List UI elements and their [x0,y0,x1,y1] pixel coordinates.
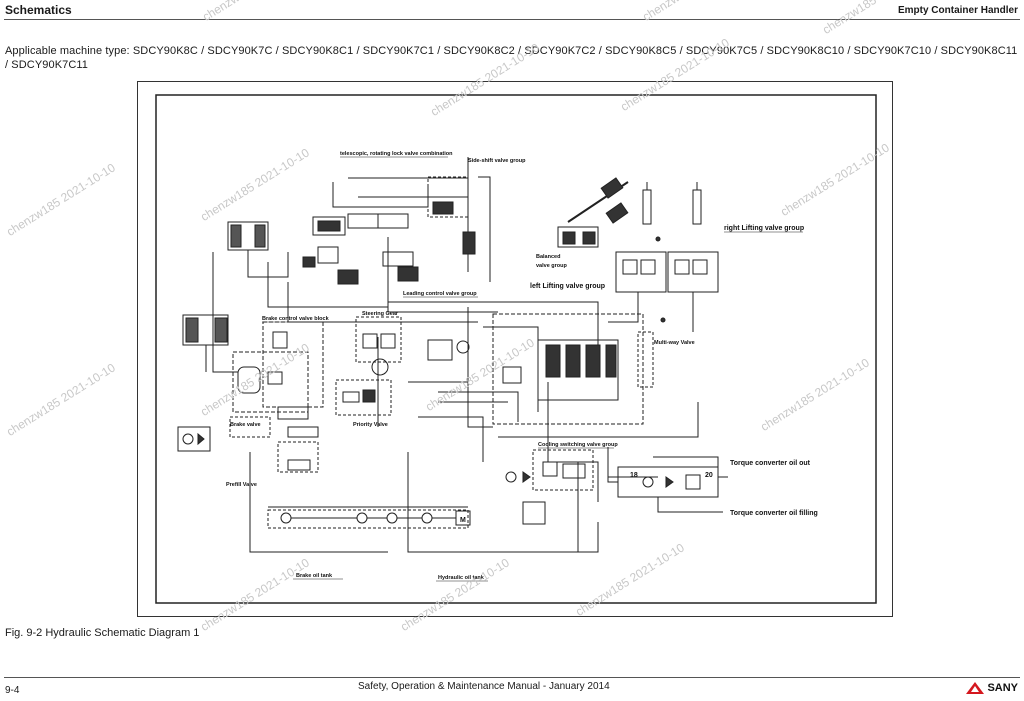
lifting-valve-groups [608,236,719,332]
hydraulic-schematic-figure: M telescopic, rotating lock valve combin… [4,36,893,634]
label-hydraulic-tank: Hydraulic oil tank [438,575,485,581]
pump-group [267,509,471,529]
label-torque-out: Torque converter oil out [730,460,811,467]
label-steering-gear: Steering Gear [362,311,399,317]
torque-converter-block [607,456,728,513]
label-brake-control: Brake control valve block [262,316,330,322]
priority-valve [335,379,392,416]
figure-caption: Fig. 9-2 Hydraulic Schematic Diagram 1 [5,627,200,639]
label-leading-control: Leading control valve group [403,291,477,297]
label-telescopic: telescopic, rotating lock valve combinat… [340,151,453,157]
axle-upper [227,221,289,278]
label-multi-way: Multi-way Valve [654,340,695,346]
tank-return-lines [249,452,599,553]
schematic-drawing: M telescopic, rotating lock valve combin… [155,94,877,604]
label-number-18: 18 [630,472,638,479]
motor-symbol: M [460,517,466,524]
label-priority-valve: Priority Valve [353,422,388,428]
label-cooling-switching: Cooling switching valve group [538,442,618,448]
axle-lower [182,314,229,372]
watermark: chenzw185 2021-10-10 [640,0,754,24]
label-prefill: Prefill Valve [226,482,257,488]
section-title: Schematics [5,3,72,17]
brand-name: SANY [987,682,1018,694]
lift-cylinders [642,182,702,225]
inner-border [155,94,877,604]
multi-way-valve [637,331,654,388]
page-number: 9-4 [5,685,20,696]
side-shift-group [427,157,491,282]
manual-title: Safety, Operation & Maintenance Manual -… [358,681,610,692]
watermark: chenzw185 2021-10-10 [4,360,118,439]
label-right-lifting: right Lifting valve group [724,225,804,232]
brake-control-block [232,321,324,438]
cooling-switching-group [505,449,599,525]
label-brake-tank: Brake oil tank [296,573,333,579]
return-filter [177,426,211,452]
label-left-lifting: left Lifting valve group [530,283,605,290]
applicable-machine-types: Applicable machine type: SDCY90K8C / SDC… [5,45,1018,71]
sany-logo-icon [966,682,985,694]
label-brake-valve: Brake valve [230,422,261,428]
balanced-valve-group [557,177,629,248]
header-divider [4,19,1020,20]
steering-gear [355,316,470,376]
watermark: chenzw185 2021-10-10 [200,0,314,24]
brake-valve [229,416,319,473]
leading-control-group [492,313,644,425]
label-torque-fill: Torque converter oil filling [730,510,818,517]
watermark: chenzw185 2021-10-10 [4,160,118,239]
footer-divider [4,677,1020,678]
pilot-lines [212,252,699,478]
label-valve-group: valve group [536,263,568,269]
sany-logo: SANY [966,682,1018,694]
label-side-shift: Side-shift valve group [468,158,526,164]
product-title: Empty Container Handler [897,5,1018,16]
label-balanced: Balanced [536,254,560,260]
label-number-20: 20 [705,472,713,479]
